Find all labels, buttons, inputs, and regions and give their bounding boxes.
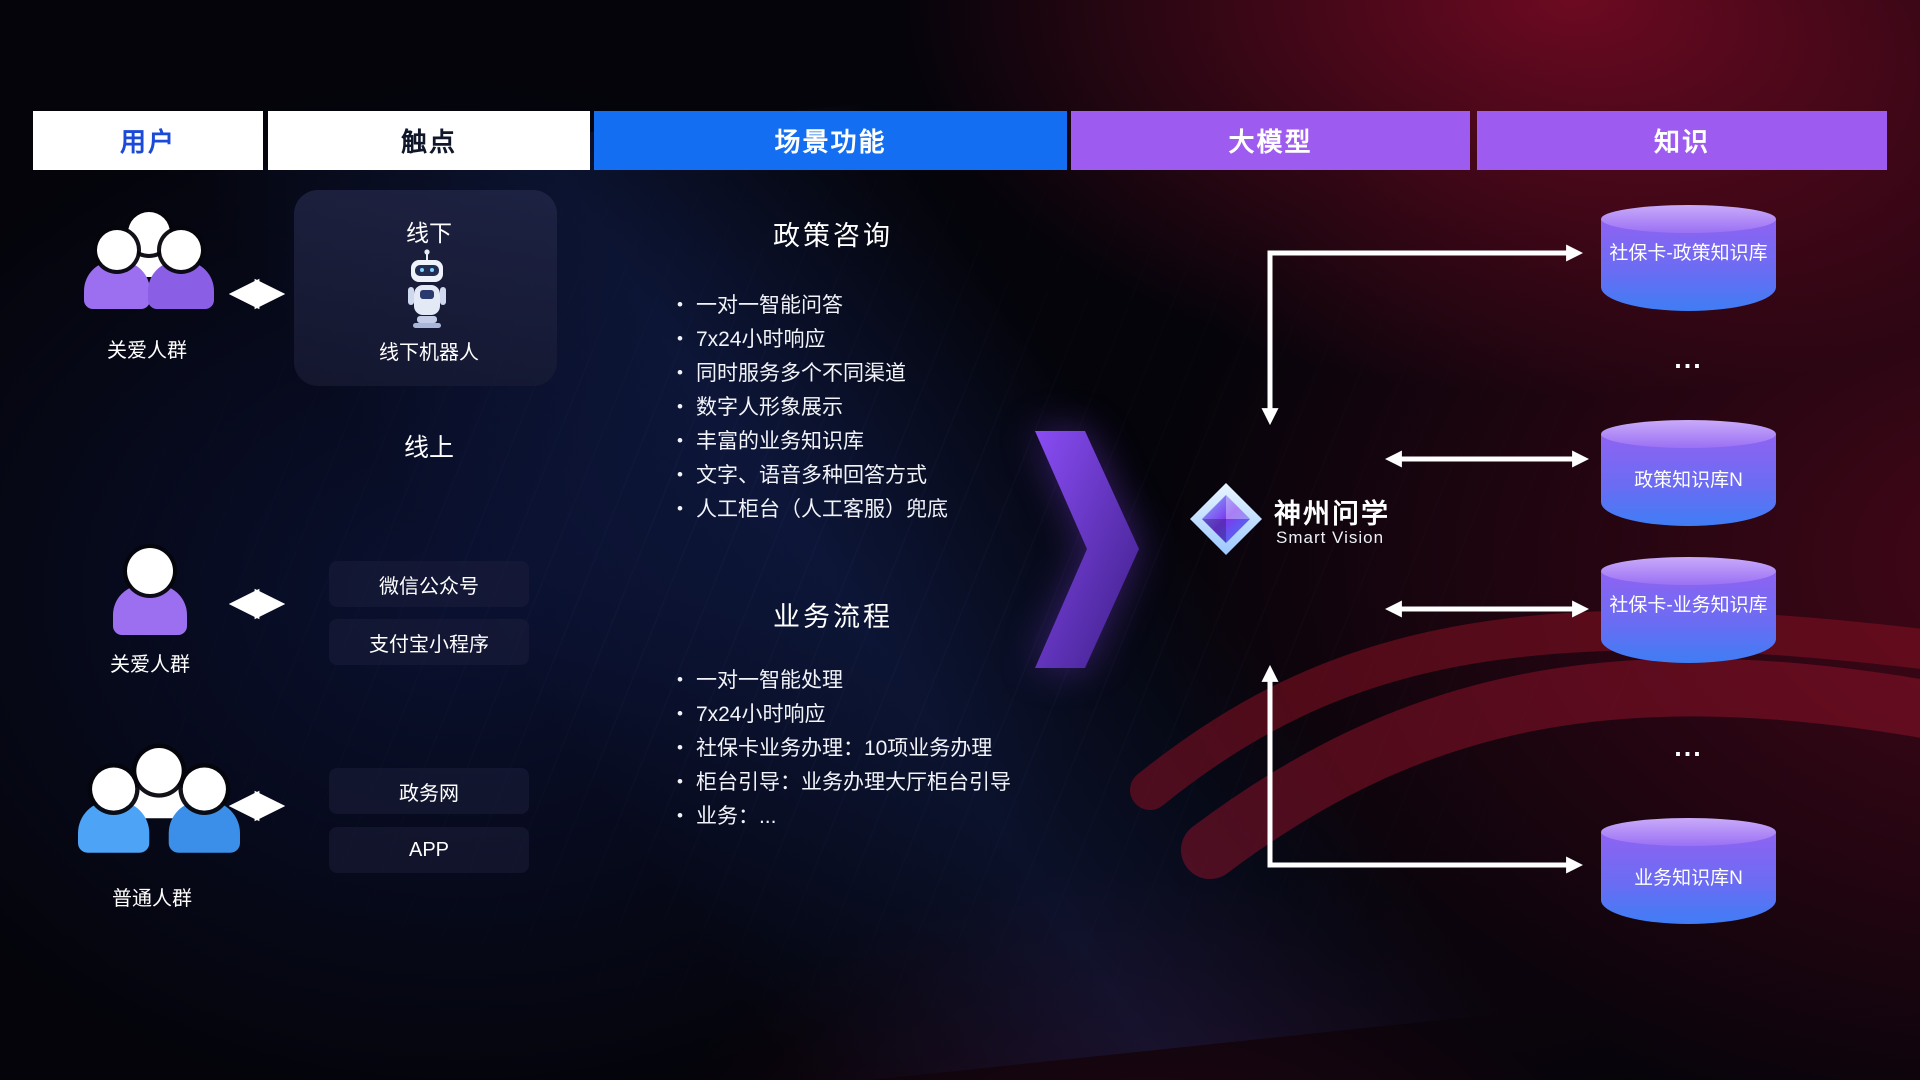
- kb-cylinder-policy-ss-card: 社保卡-政策知识库: [1601, 205, 1776, 311]
- database-cylinder-top-icon: [1601, 557, 1776, 585]
- user-group-3-label: 普通人群: [112, 888, 192, 910]
- ellipsis-more-2: ...: [1674, 732, 1703, 762]
- model-name: 神州问学: [1274, 499, 1390, 529]
- kb-cylinder-policy-n: 政策知识库N: [1601, 420, 1776, 526]
- policy-bullet: 同时服务多个不同渠道: [677, 357, 948, 391]
- person-left-icon: [78, 767, 150, 853]
- care-person-icon: [113, 548, 187, 635]
- offline-robot-label: 线下机器人: [379, 342, 479, 364]
- kb-cylinder-business-ss-card: 社保卡-业务知识库: [1601, 557, 1776, 663]
- online-title: 线上: [403, 434, 454, 462]
- person-right-icon: [148, 230, 214, 309]
- user-group-2-label: 关爱人群: [110, 654, 190, 676]
- smart-vision-logo-icon: [1190, 483, 1262, 555]
- kb-label: 业务知识库N: [1634, 868, 1743, 889]
- column-header-users-label: 用户: [119, 127, 176, 157]
- policy-bullet: 文字、语音多种回答方式: [677, 459, 948, 493]
- channel-gov-web-label: 政务网: [399, 782, 459, 805]
- channel-wechat: 微信公众号: [329, 561, 529, 607]
- kb-label: 社保卡-业务知识库: [1609, 595, 1768, 616]
- column-header-knowledge: 知识: [1477, 111, 1887, 170]
- general-group-icon: [78, 748, 240, 884]
- channel-alipay: 支付宝小程序: [329, 619, 529, 665]
- database-cylinder-top-icon: [1601, 205, 1776, 233]
- policy-bullet: 数字人形象展示: [677, 391, 948, 425]
- column-header-scene-functions: 场景功能: [594, 111, 1067, 170]
- business-bullet: 一对一智能处理: [677, 664, 1011, 698]
- business-process-title: 业务流程: [773, 602, 893, 632]
- business-bullet: 7x24小时响应: [677, 698, 1011, 732]
- channel-gov-web: 政务网: [329, 768, 529, 814]
- model-subtitle: Smart Vision: [1276, 528, 1385, 547]
- policy-consult-list: 一对一智能问答 7x24小时响应 同时服务多个不同渠道 数字人形象展示 丰富的业…: [677, 289, 948, 527]
- channel-app-label: APP: [408, 838, 450, 861]
- ellipsis-more-1: ...: [1674, 344, 1703, 374]
- policy-consult-title: 政策咨询: [773, 221, 893, 251]
- flow-arrow-icon: [1035, 431, 1139, 668]
- channel-app: APP: [329, 827, 529, 873]
- database-cylinder-icon: [1601, 434, 1776, 526]
- database-cylinder-top-icon: [1601, 420, 1776, 448]
- policy-bullet: 丰富的业务知识库: [677, 425, 948, 459]
- column-header-large-model-label: 大模型: [1228, 127, 1313, 157]
- database-cylinder-top-icon: [1601, 818, 1776, 846]
- database-cylinder-icon: [1601, 219, 1776, 311]
- database-cylinder-icon: [1601, 832, 1776, 924]
- kb-label: 社保卡-政策知识库: [1609, 243, 1768, 264]
- business-bullet: 业务：...: [677, 800, 1011, 834]
- channel-wechat-label: 微信公众号: [379, 575, 479, 598]
- policy-bullet: 7x24小时响应: [677, 323, 948, 357]
- channel-alipay-label: 支付宝小程序: [369, 633, 489, 656]
- column-header-users: 用户: [33, 111, 263, 170]
- robot-icon: [408, 249, 446, 328]
- policy-bullet: 人工柜台（人工客服）兜底: [677, 493, 948, 527]
- kb-label: 政策知识库N: [1634, 470, 1743, 491]
- person-left-icon: [84, 230, 150, 309]
- column-header-knowledge-label: 知识: [1653, 127, 1710, 157]
- kb-cylinder-business-n: 业务知识库N: [1601, 818, 1776, 924]
- column-header-scene-functions-label: 场景功能: [774, 127, 887, 157]
- offline-title: 线下: [406, 220, 452, 246]
- business-process-list: 一对一智能处理 7x24小时响应 社保卡业务办理：10项业务办理 柜台引导：业务…: [677, 664, 1011, 834]
- policy-bullet: 一对一智能问答: [677, 289, 948, 323]
- database-cylinder-icon: [1601, 571, 1776, 663]
- business-bullet: 柜台引导：业务办理大厅柜台引导: [677, 766, 1011, 800]
- user-group-1-label: 关爱人群: [107, 340, 187, 362]
- person-right-icon: [168, 767, 240, 853]
- care-group-icon: [84, 212, 214, 324]
- swoosh-band-2: [1181, 658, 1920, 879]
- column-header-large-model: 大模型: [1071, 111, 1470, 170]
- column-header-touchpoints-label: 触点: [400, 127, 457, 157]
- column-header-touchpoints: 触点: [268, 111, 590, 170]
- business-bullet: 社保卡业务办理：10项业务办理: [677, 732, 1011, 766]
